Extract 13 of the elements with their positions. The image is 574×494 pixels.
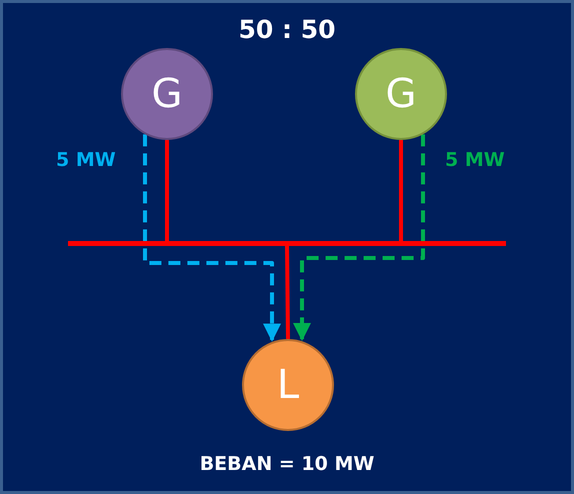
title: 50 : 50 xyxy=(238,15,336,44)
power-flow-arrow xyxy=(293,134,425,341)
power-flow-arrow xyxy=(143,134,281,342)
node-label: G xyxy=(152,71,182,117)
edge-label: 5 MW xyxy=(56,149,116,171)
node-label: L xyxy=(276,362,300,408)
power-line xyxy=(399,140,403,241)
power-line xyxy=(285,246,290,340)
bus-bar xyxy=(68,241,506,246)
load-caption: BEBAN = 10 MW xyxy=(198,453,376,475)
node-label: G xyxy=(386,71,416,117)
edge-label: 5 MW xyxy=(445,149,505,171)
power-line xyxy=(165,140,169,241)
